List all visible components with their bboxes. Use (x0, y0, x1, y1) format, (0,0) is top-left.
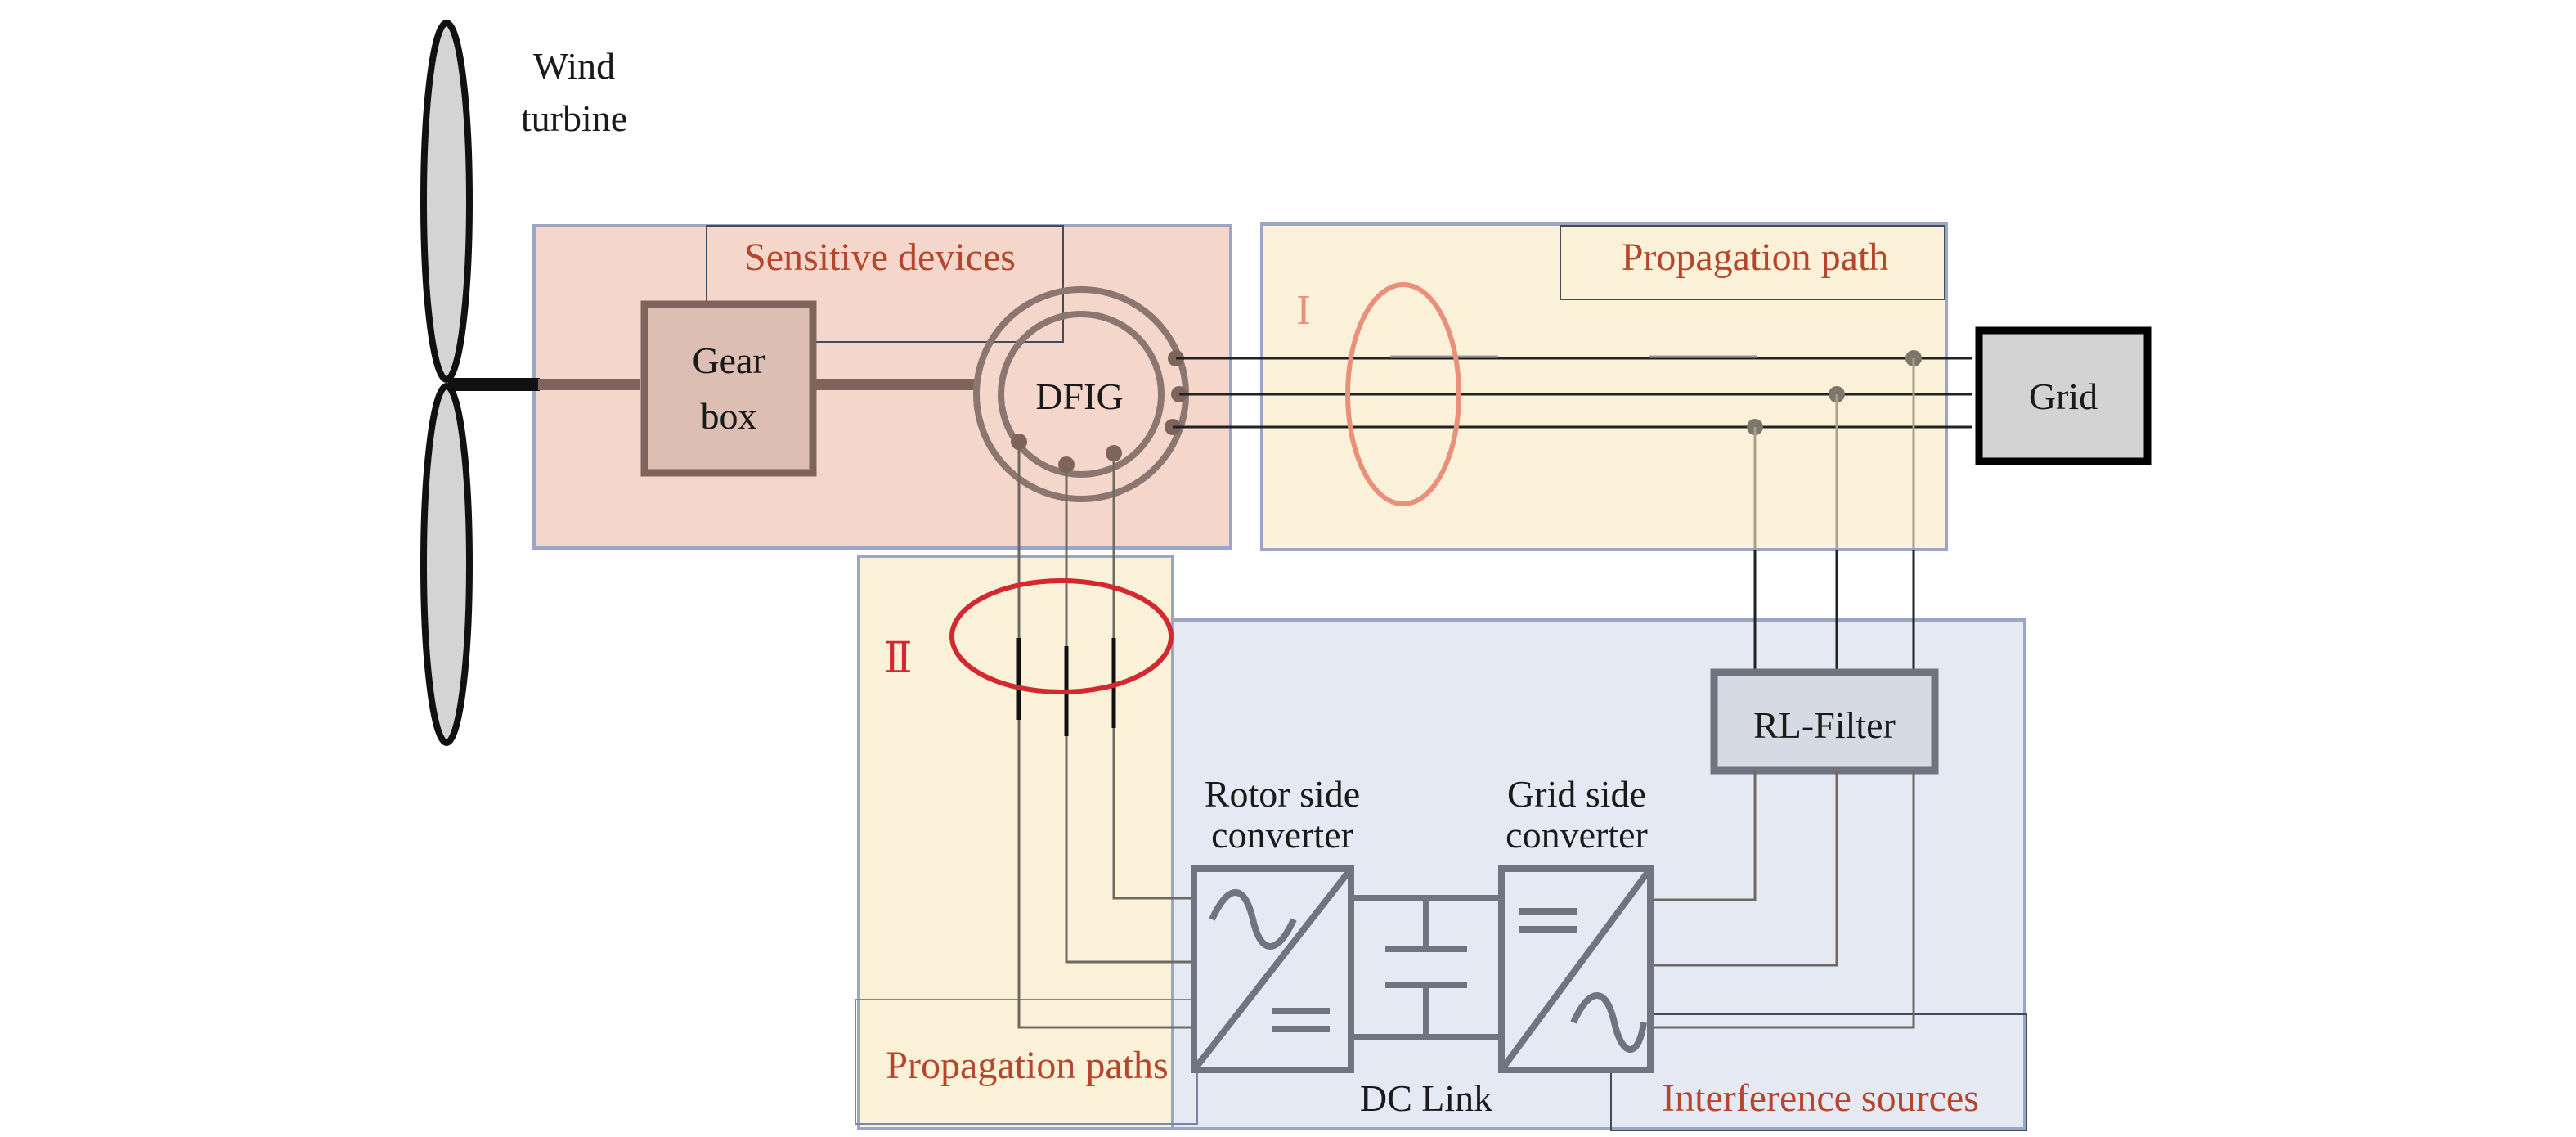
propagation-path-label-frame (1560, 225, 1945, 300)
sensitive-devices-label: Sensitive devices (744, 236, 1016, 279)
dc-link-label: DC Link (1360, 1077, 1492, 1119)
rotor-line-b (1065, 465, 1194, 964)
grid-box (1975, 326, 2152, 465)
region-i-label: I (1296, 287, 1310, 334)
wind-turbine-label-line2: turbine (521, 97, 627, 139)
gsc-label-line1: Grid side (1507, 773, 1646, 815)
rotor-side-converter (1191, 865, 1354, 1073)
gsc-line-b (1644, 771, 1838, 967)
rl-filter-box (1710, 668, 1939, 775)
sensitive-devices-label-frame (706, 225, 1064, 343)
propagation-paths-region-ii (857, 555, 1174, 1130)
dfig-label: DFIG (1035, 375, 1123, 417)
propagation-path-ellipse-ii (949, 578, 1174, 694)
gsc-ac-symbol (1570, 992, 1647, 1053)
grid-side-converter (1498, 865, 1654, 1073)
rsc-ac-symbol (1209, 889, 1297, 950)
propagation-path-ellipse-i (1345, 282, 1461, 506)
rotor-to-converter-lines (1017, 442, 1194, 1029)
gsc-line-a (1644, 771, 1757, 901)
gear-box-label-line1: Gear (692, 339, 765, 381)
dfig-rotor-ring (998, 311, 1165, 478)
dc-link (1351, 895, 1501, 1040)
rl-filter-label: RL-Filter (1753, 704, 1896, 746)
gsc-line-c (1644, 771, 1915, 1029)
grid-to-filter-lines (1753, 358, 1915, 672)
interference-sources-label: Interference sources (1662, 1076, 1979, 1120)
gear-box-label-line2: box (701, 395, 757, 437)
rsc-label-line2: converter (1211, 814, 1353, 856)
rsc-label-line1: Rotor side (1205, 773, 1360, 815)
region-ii-label: Ⅱ (883, 636, 912, 682)
gsc-diagonal (1498, 866, 1654, 1072)
propagation-path-region-i (1260, 222, 1948, 551)
gsc-label-line2: converter (1506, 814, 1648, 856)
turbine-blade-upper (420, 20, 473, 383)
wind-turbine (420, 20, 540, 746)
propagation-path-label: Propagation path (1622, 236, 1889, 279)
gear-box (640, 300, 817, 477)
grid-label: Grid (2029, 375, 2098, 417)
rotor-line-a (1017, 442, 1194, 1029)
wind-turbine-label-line1: Wind (533, 45, 615, 87)
turbine-blade-lower (420, 383, 473, 746)
rsc-diagonal (1191, 866, 1354, 1072)
converter-to-filter-lines (1644, 771, 1915, 1029)
rotor-line-c (1112, 453, 1194, 900)
propagation-paths-label: Propagation paths (886, 1044, 1168, 1087)
